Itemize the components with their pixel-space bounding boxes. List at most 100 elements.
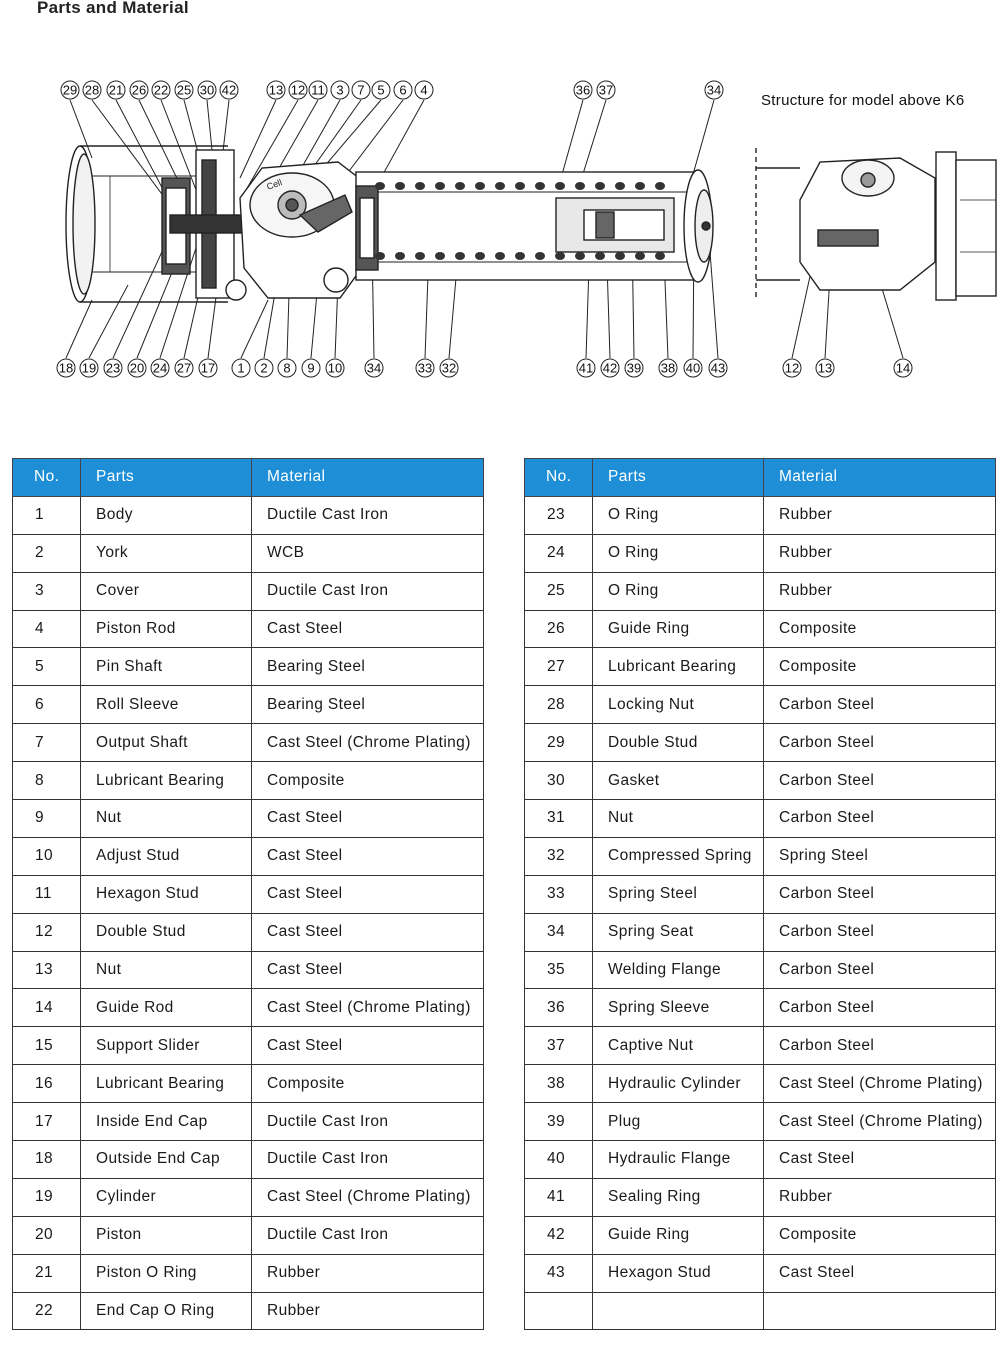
callout-marker: 14 [893,358,913,378]
callout-circle [683,358,703,378]
callout-label: 12 [785,361,799,376]
callout-marker: 7 [351,80,371,100]
cell-no: 33 [524,874,593,914]
callout-label: 32 [442,361,456,376]
cell-part: Output Shaft [80,723,252,763]
cell-material: Rubber [763,495,996,535]
cell-part: Cover [80,571,252,611]
cell-material: Bearing Steel [251,685,484,725]
callout-circle [658,358,678,378]
callout-label: 1 [237,361,244,376]
callout-label: 30 [200,83,214,98]
callout-marker: 29 [60,80,80,100]
cell-no: 22 [12,1291,81,1331]
callout-marker: 36 [573,80,593,100]
cell-material: Ductile Cast Iron [251,495,484,535]
callout-marker: 33 [415,358,435,378]
cell-no: 36 [524,988,593,1028]
callout-circle [79,358,99,378]
callout-marker: 30 [197,80,217,100]
callout-circle [266,80,286,100]
cell-material: Rubber [251,1291,484,1331]
callout-circle [371,80,391,100]
callout-marker: 11 [308,80,328,100]
callout-marker: 43 [708,358,728,378]
callout-circle [573,80,593,100]
callout-marker: 4 [414,80,434,100]
callout-marker: 27 [174,358,194,378]
cell-material: Composite [251,761,484,801]
callout-circle [624,358,644,378]
callout-marker: 19 [79,358,99,378]
cell-material: Rubber [763,571,996,611]
cell-no: 27 [524,647,593,687]
cell-part: Cylinder [80,1177,252,1217]
table-header-row: No. Parts Material [12,458,484,497]
cell-no: 37 [524,1026,593,1066]
actuator-body [65,145,714,303]
callout-circle [219,80,239,100]
cell-no: 4 [12,609,81,649]
callout-circle [414,80,434,100]
cell-part: Hexagon Stud [80,874,252,914]
callout-marker: 42 [600,358,620,378]
cell-material: Ductile Cast Iron [251,1215,484,1255]
cell-no: 2 [12,533,81,573]
cell-part: York [80,533,252,573]
cell-part: Double Stud [592,723,764,763]
callout-label: 21 [109,83,123,98]
cell-material: Carbon Steel [763,988,996,1028]
callout-label: 10 [328,361,342,376]
cell-no: 10 [12,836,81,876]
cell-no: 38 [524,1064,593,1104]
header-no: No. [524,458,593,497]
callout-label: 6 [399,83,406,98]
cell-part: Nut [80,799,252,838]
cell-part: Support Slider [80,1026,252,1066]
callout-label: 5 [377,83,384,98]
callout-circle [351,80,371,100]
callout-label: 23 [106,361,120,376]
callout-marker: 2 [254,358,274,378]
callout-marker: 39 [624,358,644,378]
cell-no: 35 [524,950,593,990]
cell-part: Lubricant Bearing [592,647,764,687]
cell-material: Composite [251,1064,484,1104]
cell-part: End Cap O Ring [80,1291,252,1331]
callout-circle [393,80,413,100]
callout-marker: 18 [56,358,76,378]
callout-circle [576,358,596,378]
cell-part [592,1291,764,1331]
cell-material: Cast Steel [763,1140,996,1179]
cell-material: Carbon Steel [763,723,996,763]
cell-material: Ductile Cast Iron [251,571,484,611]
callout-label: 42 [222,83,236,98]
cell-part: Roll Sleeve [80,685,252,725]
cell-no: 17 [12,1102,81,1142]
callout-marker: 17 [198,358,218,378]
cell-part: O Ring [592,495,764,535]
callout-circle [198,358,218,378]
callout-label: 9 [307,361,314,376]
cell-material: Carbon Steel [763,799,996,838]
cell-material: Cast Steel [251,874,484,914]
cell-part: Inside End Cap [80,1102,252,1142]
callout-circle [439,358,459,378]
callout-label: 37 [599,83,613,98]
cell-part: O Ring [592,533,764,573]
k6-structure [755,148,997,301]
cell-no: 34 [524,912,593,952]
callout-marker: 28 [82,80,102,100]
callout-marker: 24 [150,358,170,378]
